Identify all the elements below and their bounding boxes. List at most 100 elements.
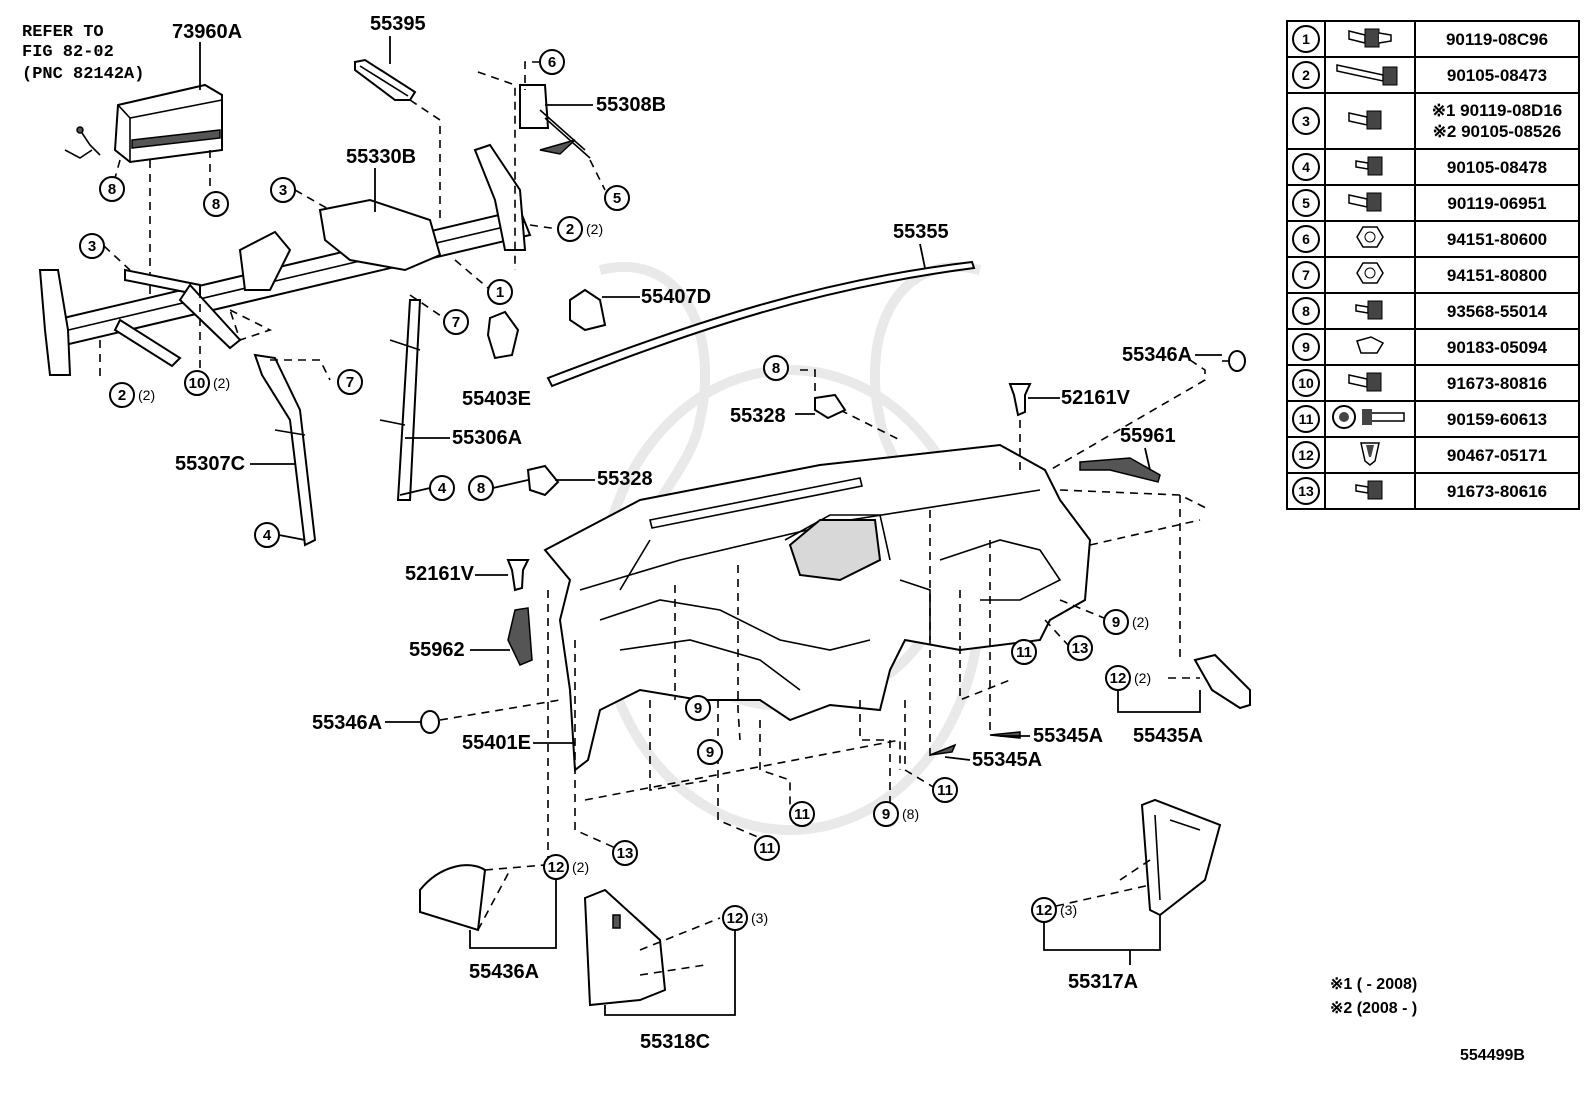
callout-13-a: 13: [1067, 635, 1093, 661]
callout-6: 6: [539, 49, 565, 75]
brace-55306a[interactable]: [379, 299, 422, 501]
cap-55346a-left[interactable]: [420, 710, 440, 734]
side-vent-55962[interactable]: [507, 607, 533, 666]
callout-12-b: 12: [543, 854, 569, 880]
label-73960a: 73960A: [172, 21, 242, 43]
callout-8-c: 8: [468, 475, 494, 501]
legend-row: 3 ※1 90119-08D16※2 90105-08526: [1286, 92, 1580, 150]
svg-text:2: 2: [566, 221, 574, 238]
legend-row: 1 90119-08C96: [1286, 20, 1580, 58]
svg-text:1: 1: [496, 284, 504, 301]
side-vent-55961[interactable]: [1079, 457, 1161, 483]
legend-row: 9 90183-05094: [1286, 328, 1580, 366]
legend-row: 13 91673-80616: [1286, 472, 1580, 510]
flange-bolt-icon: [1324, 364, 1416, 402]
callout-1: 1: [487, 279, 513, 305]
callout-9-a: 9: [1103, 609, 1129, 635]
label-55401e: 55401E: [462, 732, 531, 754]
svg-text:(2): (2): [138, 387, 155, 403]
short-bolt-icon: [1324, 292, 1416, 330]
knee-airbag-73960a[interactable]: [64, 83, 223, 164]
bracket-55407d[interactable]: [569, 288, 607, 332]
legend-row: 2 90105-08473: [1286, 56, 1580, 94]
svg-text:REFER TO: REFER TO: [22, 23, 104, 42]
label-55436a: 55436A: [469, 961, 539, 983]
svg-text:10: 10: [189, 375, 206, 392]
clip-52161v-right[interactable]: [1008, 383, 1032, 417]
svg-text:12: 12: [548, 859, 565, 876]
pad-55345a-b[interactable]: [929, 743, 957, 756]
label-55435a: 55435A: [1133, 725, 1203, 747]
svg-text:(8): (8): [902, 806, 919, 822]
bracket-55395[interactable]: [354, 58, 417, 101]
callout-7-a: 7: [443, 309, 469, 335]
reinforcement-55330b[interactable]: [38, 143, 532, 376]
glove-box-55317a[interactable]: [1140, 798, 1222, 917]
instrument-panel-55401e[interactable]: [543, 443, 1092, 772]
callout-8-d: 8: [763, 355, 789, 381]
label-55318c: 55318C: [640, 1031, 710, 1053]
pad-55345a-a[interactable]: [989, 731, 1021, 739]
flange-bolt-icon: [1324, 20, 1416, 58]
callout-9-b: 9: [685, 695, 711, 721]
callout-5: 5: [604, 185, 630, 211]
svg-text:(PNC 82142A): (PNC 82142A): [22, 65, 144, 84]
svg-text:3: 3: [279, 182, 287, 199]
svg-text:4: 4: [438, 480, 447, 497]
svg-text:12: 12: [727, 910, 744, 927]
svg-text:11: 11: [937, 782, 953, 799]
svg-text:FIG 82-02: FIG 82-02: [22, 43, 114, 62]
label-55395: 55395: [370, 13, 426, 35]
brace-55307c[interactable]: [253, 353, 317, 547]
svg-text:9: 9: [882, 806, 890, 823]
label-55407d: 55407D: [641, 286, 711, 308]
svg-text:7: 7: [452, 314, 460, 331]
callout-4-a: 4: [429, 475, 455, 501]
clip-55328-lower[interactable]: [526, 464, 560, 497]
bracket-55308b[interactable]: [519, 84, 591, 159]
legend-row: 11 90159-60613: [1286, 400, 1580, 438]
svg-text:(2): (2): [572, 859, 589, 875]
callout-3-a: 3: [270, 177, 296, 203]
side-cover-55436a[interactable]: [419, 864, 487, 932]
svg-text:11: 11: [794, 806, 810, 823]
cap-55346a-right[interactable]: [1222, 350, 1246, 372]
svg-text:11: 11: [1016, 644, 1032, 661]
nut-icon: [1324, 256, 1416, 294]
callout-12-d: 12: [1031, 897, 1057, 923]
lower-panel-55318c[interactable]: [583, 888, 667, 1007]
svg-text:3: 3: [88, 238, 96, 255]
svg-text:(3): (3): [1060, 902, 1077, 918]
svg-text:2: 2: [118, 387, 126, 404]
label-55403e: 55403E: [462, 388, 531, 410]
label-55961: 55961: [1120, 425, 1176, 447]
side-cover-55435a[interactable]: [1193, 653, 1251, 710]
label-55355: 55355: [893, 221, 949, 243]
label-55330b: 55330B: [346, 146, 416, 168]
clip-52161v-left[interactable]: [506, 559, 530, 592]
callout-4-b: 4: [254, 522, 280, 548]
label-55345a-a: 55345A: [1033, 725, 1103, 747]
svg-text:8: 8: [477, 480, 485, 497]
clip-55328-upper[interactable]: [814, 393, 847, 420]
bracket-55403e[interactable]: [486, 310, 520, 360]
refer-note: REFER TO FIG 82-02 (PNC 82142A): [22, 23, 144, 84]
svg-text:5: 5: [613, 190, 621, 207]
defroster-strip-55355[interactable]: [546, 260, 976, 388]
label-52161v-right: 52161V: [1061, 387, 1131, 409]
clip-nut-icon: [1324, 328, 1416, 366]
label-55345a-b: 55345A: [972, 749, 1042, 771]
label-55328-lower: 55328: [597, 468, 653, 490]
diagram-id: 554499B: [1460, 1047, 1525, 1064]
svg-text:(3): (3): [751, 910, 768, 926]
legend-row: 12 90467-05171: [1286, 436, 1580, 474]
svg-text:(2): (2): [1134, 670, 1151, 686]
callout-2-a: 2: [557, 216, 583, 242]
footnote-2: ※2 (2008 - ): [1330, 1000, 1418, 1017]
svg-text:9: 9: [694, 700, 702, 717]
svg-text:9: 9: [1112, 614, 1120, 631]
clip-icon: [1324, 436, 1416, 474]
label-55306a: 55306A: [452, 427, 522, 449]
svg-text:13: 13: [1072, 640, 1089, 657]
